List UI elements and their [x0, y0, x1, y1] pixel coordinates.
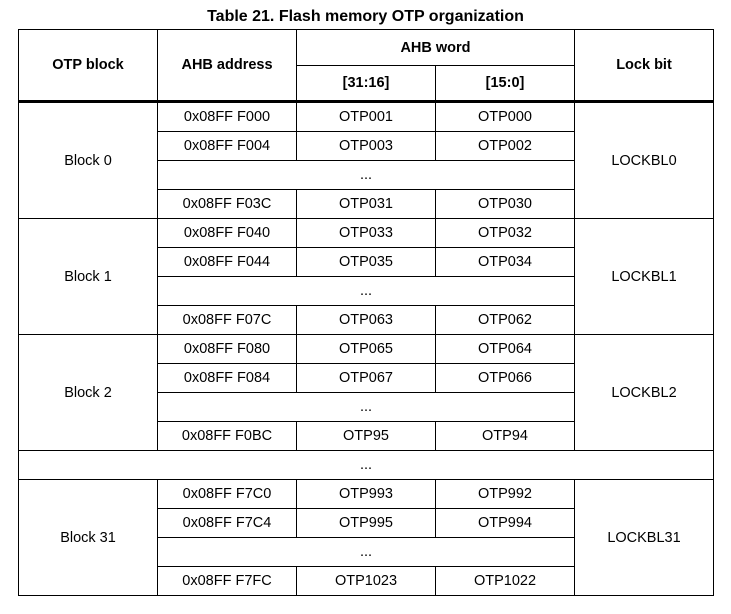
ahb-address-cell: 0x08FF F084	[157, 363, 297, 393]
otp-low-cell: OTP994	[435, 508, 575, 538]
table-row: Block 2 0x08FF F080 OTP065 OTP064 LOCKBL…	[18, 334, 714, 451]
table-row: ...	[19, 160, 714, 190]
otp-low-cell: OTP1022	[435, 566, 575, 596]
ahb-address-cell: 0x08FF F004	[157, 131, 297, 161]
otp-low-cell: OTP992	[435, 479, 575, 509]
header-otp-block: OTP block	[18, 29, 158, 103]
otp-low-cell: OTP030	[435, 189, 575, 219]
ahb-address-cell: 0x08FF F03C	[157, 189, 297, 219]
lock-bit-cell: LOCKBL2	[574, 334, 714, 451]
otp-high-cell: OTP003	[296, 131, 436, 161]
otp-high-cell: OTP031	[296, 189, 436, 219]
otp-high-cell: OTP1023	[296, 566, 436, 596]
header-lock-bit: Lock bit	[574, 29, 714, 103]
table-row: Block 31 0x08FF F7C0 OTP993 OTP992 LOCKB…	[18, 479, 714, 596]
otp-table: OTP block AHB address AHB word Lock bit …	[18, 29, 714, 596]
block-name: Block 2	[18, 334, 158, 451]
header-bits-high: [31:16]	[296, 65, 436, 103]
block-name: Block 0	[18, 101, 158, 219]
ahb-address-cell: 0x08FF F7C0	[157, 479, 297, 509]
ellipsis-cell: ...	[157, 537, 575, 567]
block-name: Block 1	[18, 218, 158, 335]
otp-low-cell: OTP034	[435, 247, 575, 277]
ellipsis-cell: ...	[157, 160, 575, 190]
otp-low-cell: OTP066	[435, 363, 575, 393]
otp-high-cell: OTP035	[296, 247, 436, 277]
otp-high-cell: OTP95	[296, 421, 436, 451]
header-ahb-address: AHB address	[157, 29, 297, 103]
otp-low-cell: OTP94	[435, 421, 575, 451]
table-row: 0x08FF F7FC OTP1023 OTP1022	[19, 566, 714, 596]
otp-low-cell: OTP000	[435, 101, 575, 132]
ahb-address-cell: 0x08FF F044	[157, 247, 297, 277]
table-row: 0x08FF F084 OTP067 OTP066	[19, 363, 714, 393]
ahb-address-cell: 0x08FF F000	[157, 101, 297, 132]
ahb-address-cell: 0x08FF F0BC	[157, 421, 297, 451]
table-title: Table 21. Flash memory OTP organization	[207, 8, 524, 25]
table-row: 0x08FF F0BC OTP95 OTP94	[19, 421, 714, 451]
ahb-address-cell: 0x08FF F040	[157, 218, 297, 248]
table-row: 0x08FF F03C OTP031 OTP030	[19, 189, 714, 219]
lock-bit-cell: LOCKBL31	[574, 479, 714, 596]
table-row: ...	[18, 450, 714, 480]
table-row: 0x08FF F7C4 OTP995 OTP994	[19, 508, 714, 538]
lock-bit-cell: LOCKBL1	[574, 218, 714, 335]
ahb-address-cell: 0x08FF F7C4	[157, 508, 297, 538]
table-row: ...	[19, 276, 714, 306]
ellipsis-row-cell: ...	[18, 450, 714, 480]
otp-high-cell: OTP001	[296, 101, 436, 132]
table-row: 0x08FF F004 OTP003 OTP002	[19, 131, 714, 161]
otp-high-cell: OTP067	[296, 363, 436, 393]
ahb-address-cell: 0x08FF F7FC	[157, 566, 297, 596]
otp-high-cell: OTP063	[296, 305, 436, 335]
otp-low-cell: OTP002	[435, 131, 575, 161]
otp-low-cell: OTP064	[435, 334, 575, 364]
otp-high-cell: OTP033	[296, 218, 436, 248]
table-row: Block 0 0x08FF F000 OTP001 OTP000 LOCKBL…	[18, 101, 714, 219]
ellipsis-cell: ...	[157, 392, 575, 422]
otp-low-cell: OTP032	[435, 218, 575, 248]
otp-high-cell: OTP993	[296, 479, 436, 509]
ahb-address-cell: 0x08FF F080	[157, 334, 297, 364]
block-name: Block 31	[18, 479, 158, 596]
lock-bit-cell: LOCKBL0	[574, 101, 714, 219]
table-row: 0x08FF F044 OTP035 OTP034	[19, 247, 714, 277]
ellipsis-cell: ...	[157, 276, 575, 306]
otp-low-cell: OTP062	[435, 305, 575, 335]
ahb-address-cell: 0x08FF F07C	[157, 305, 297, 335]
table-row: 0x08FF F07C OTP063 OTP062	[19, 305, 714, 335]
table-row: Block 1 0x08FF F040 OTP033 OTP032 LOCKBL…	[18, 218, 714, 335]
otp-high-cell: OTP995	[296, 508, 436, 538]
otp-high-cell: OTP065	[296, 334, 436, 364]
header-bits-low: [15:0]	[435, 65, 575, 103]
header-ahb-word: AHB word	[296, 29, 575, 66]
